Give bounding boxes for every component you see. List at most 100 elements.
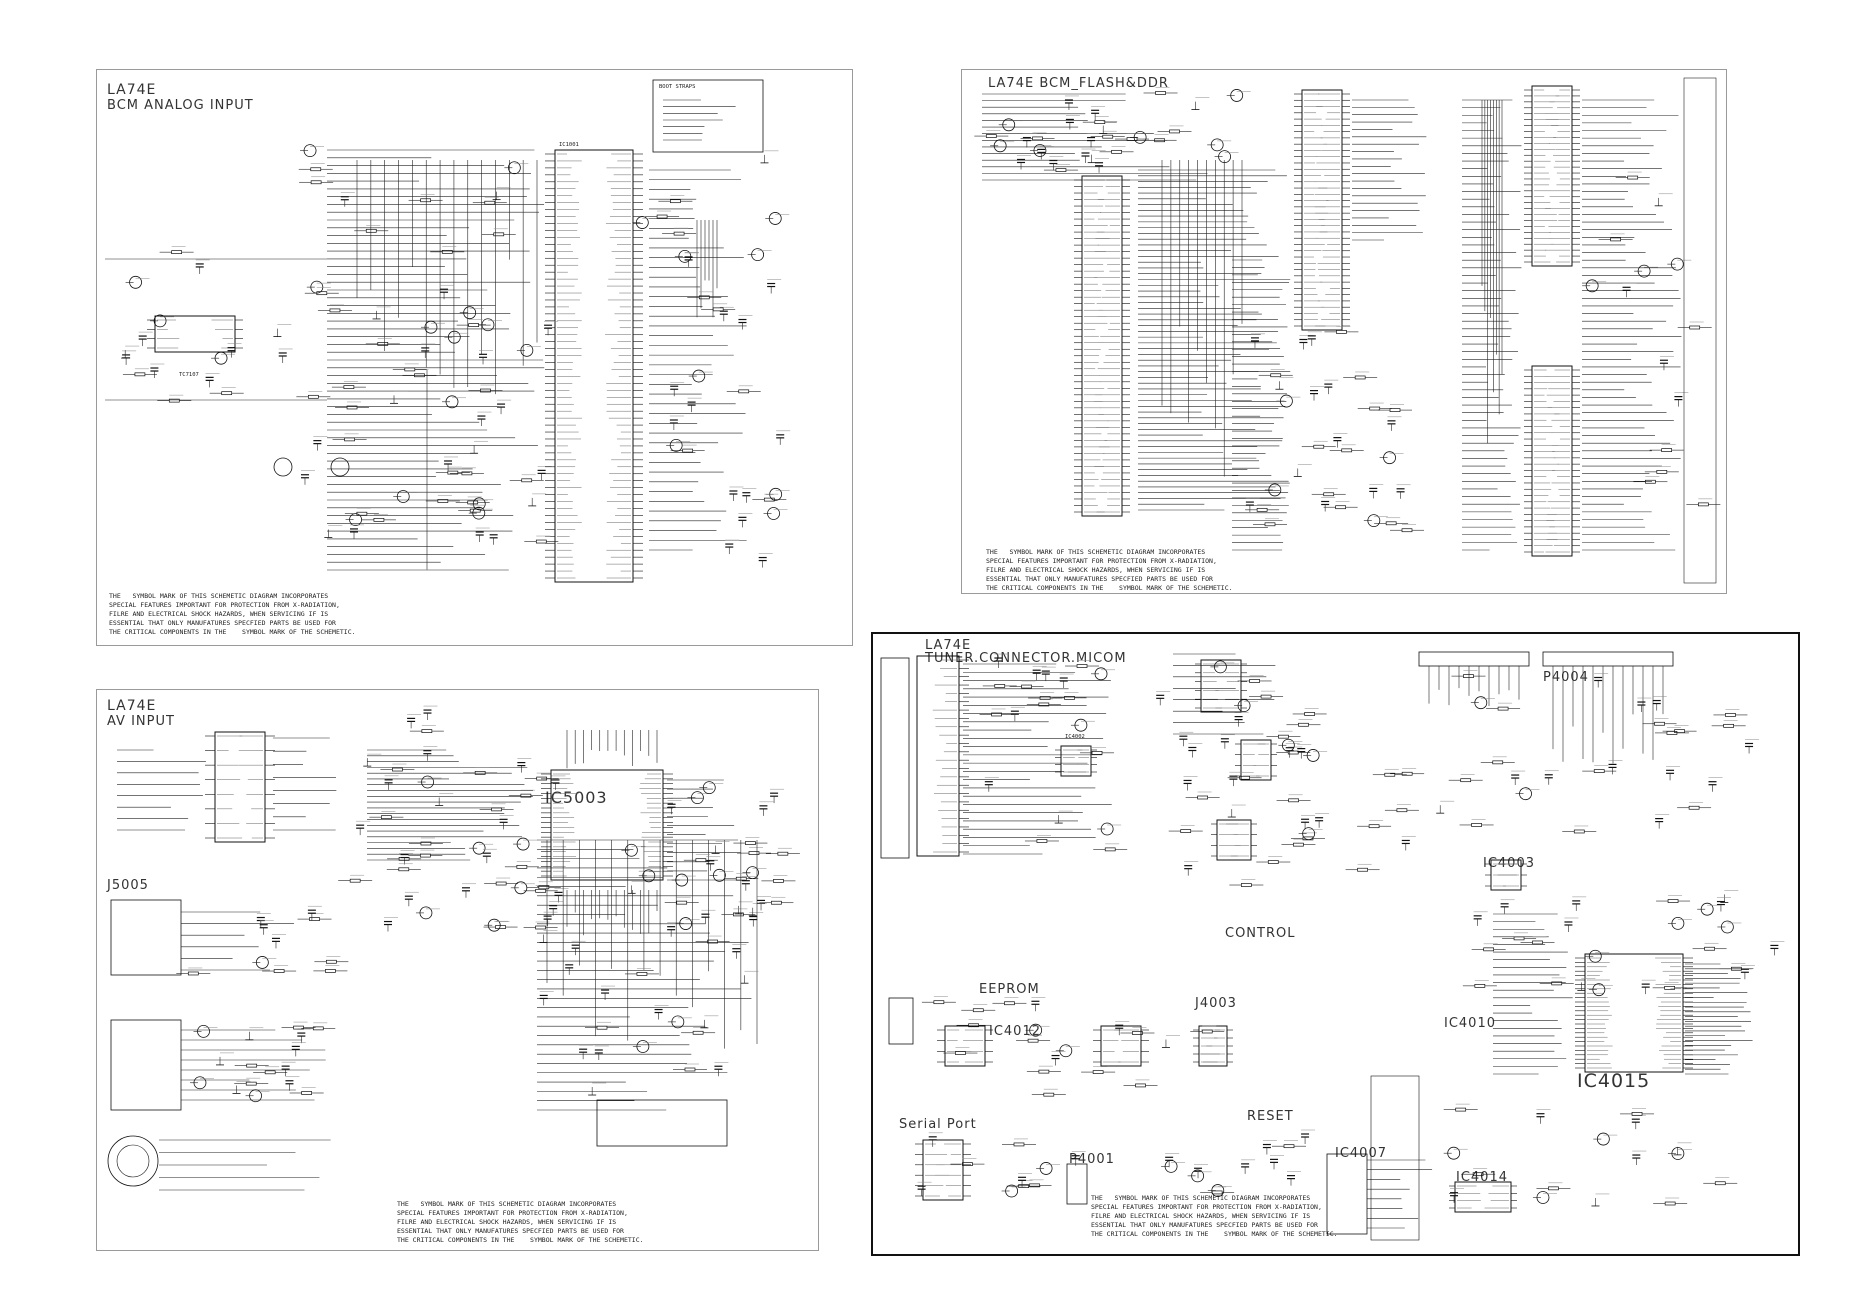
resistor <box>343 385 355 389</box>
resistor <box>1260 694 1272 699</box>
jack-label: J5005 <box>107 878 149 893</box>
panel-model: LA74E <box>988 76 1035 91</box>
resistor <box>1627 175 1639 180</box>
resistor <box>1513 936 1525 941</box>
ic-body <box>922 1139 964 1201</box>
resistor <box>535 888 547 893</box>
resistor <box>1714 1181 1726 1186</box>
resistor <box>491 807 502 812</box>
resistor <box>1323 492 1335 497</box>
resistor <box>1180 829 1192 833</box>
boot-straps-label: BOOT STRAPS <box>659 84 696 90</box>
resistor <box>171 250 182 255</box>
resistor <box>310 180 322 185</box>
ic-label: IC4010 <box>1444 1016 1496 1031</box>
resistor <box>673 231 685 236</box>
panel-model: LA74E <box>107 82 157 98</box>
ic-body <box>944 1025 986 1067</box>
safety-note: THE SYMBOL MARK OF THIS SCHEMETIC DIAGRA… <box>109 592 356 636</box>
ic-body <box>214 731 266 843</box>
resistor <box>1472 1172 1484 1177</box>
resistor <box>329 308 341 313</box>
resistor <box>1341 448 1353 453</box>
resistor <box>1102 134 1114 139</box>
resistor <box>325 969 336 973</box>
resistor <box>745 841 756 845</box>
resistor <box>1313 444 1325 449</box>
panel-tuner-connector-micom: LA74E TUNER.CONNECTOR.MICOM P4004 IC4002… <box>871 632 1800 1256</box>
resistor <box>309 917 320 921</box>
resistor <box>1656 470 1668 474</box>
ic-label: IC4007 <box>1335 1146 1387 1161</box>
svideo-connector <box>116 1144 150 1178</box>
resistor <box>421 729 433 733</box>
resistor <box>771 900 782 905</box>
resistor <box>326 959 337 964</box>
resistor <box>1104 847 1116 852</box>
resistor <box>310 167 322 172</box>
resistor <box>392 767 403 772</box>
resistor <box>1573 829 1585 834</box>
resistor <box>1664 1201 1676 1206</box>
resistor <box>1548 1186 1559 1191</box>
transistor <box>273 457 293 477</box>
resistor <box>777 851 789 856</box>
resistor <box>972 1008 984 1013</box>
resistor <box>682 448 694 453</box>
resistor <box>670 199 681 204</box>
ic-label: IC4014 <box>1456 1170 1508 1185</box>
resistor <box>373 518 385 522</box>
section-label: EEPROM <box>979 982 1040 997</box>
jack-body <box>110 1019 182 1111</box>
ic-label: TC7107 <box>179 372 199 378</box>
resistor <box>1270 373 1282 378</box>
resistor <box>187 971 199 976</box>
resistor <box>168 398 180 403</box>
resistor <box>1264 522 1276 527</box>
connector-label: P4004 <box>1543 670 1589 685</box>
resistor <box>1396 808 1408 813</box>
resistor <box>301 1091 313 1095</box>
ic-body <box>1200 659 1242 713</box>
resistor <box>1357 867 1368 872</box>
resistor <box>985 134 997 138</box>
resistor <box>684 1067 696 1072</box>
resistor <box>1354 375 1366 380</box>
ic-body <box>1060 745 1092 777</box>
resistor <box>1704 946 1715 951</box>
resistor <box>1369 406 1381 411</box>
ic-body <box>1240 739 1272 781</box>
jack-body <box>110 899 182 976</box>
ic-body <box>154 315 236 353</box>
resistor <box>245 1081 257 1086</box>
resistor <box>738 389 750 394</box>
connector-block <box>1418 651 1530 667</box>
resistor <box>1335 505 1346 510</box>
resistor <box>1249 679 1260 683</box>
resistor <box>273 969 285 973</box>
panel-model: LA74E <box>925 638 972 653</box>
resistor <box>1368 824 1380 829</box>
resistor <box>994 684 1006 688</box>
schematic-drawing <box>105 79 791 583</box>
resistor <box>344 437 355 442</box>
ic-label: IC4015 <box>1577 1070 1651 1092</box>
resistor <box>1036 839 1048 843</box>
connector-block <box>596 1099 728 1147</box>
resistor <box>264 1070 276 1075</box>
ic-label: IC5003 <box>545 788 608 807</box>
connector-label: J4003 <box>1195 996 1237 1011</box>
resistor <box>1032 136 1043 141</box>
safety-note: THE SYMBOL MARK OF THIS SCHEMETIC DIAGRA… <box>1091 1194 1338 1238</box>
resistor <box>1201 1029 1213 1034</box>
resistor <box>420 198 431 203</box>
resistor <box>1092 1070 1104 1074</box>
resistor <box>381 815 392 820</box>
frame-line <box>1683 77 1717 584</box>
ic-body <box>550 769 664 881</box>
panel-title: TUNER.CONNECTOR.MICOM <box>925 651 1127 666</box>
resistor <box>1497 706 1509 711</box>
resistor <box>495 881 507 886</box>
resistor <box>521 478 533 483</box>
connector-block <box>888 997 914 1045</box>
